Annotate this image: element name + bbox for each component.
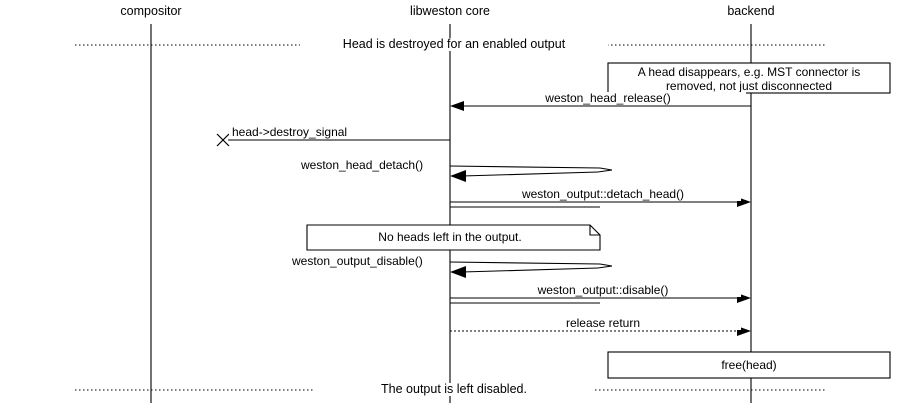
actor-label-libweston-core: libweston core xyxy=(410,4,490,18)
arrow-head-destroy-signal xyxy=(216,133,450,147)
message-label-weston-head-detach: weston_head_detach() xyxy=(298,159,427,172)
message-label-release-return: release return xyxy=(465,317,741,330)
note-mst-box xyxy=(607,62,891,94)
note-no-heads-text: No heads left in the output. xyxy=(378,230,522,244)
arrow-weston-head-release xyxy=(450,101,751,111)
arrow-weston-output-disable-self xyxy=(449,261,613,278)
message-label-weston-output-disable-call: weston_output_disable() xyxy=(289,255,426,268)
note-mst-line1: A head disappears, e.g. MST connector is xyxy=(637,65,861,79)
arrow-weston-head-detach-self xyxy=(449,165,613,182)
message-label-head-destroy-signal: head->destroy_signal xyxy=(229,126,351,139)
note-no-heads-box xyxy=(306,224,601,251)
message-label-weston-output-disable: weston_output::disable() xyxy=(465,284,741,297)
note-free-head-text: free(head) xyxy=(721,358,777,372)
divider-label-top: Head is destroyed for an enabled output xyxy=(300,38,608,51)
message-label-weston-head-release: weston_head_release() xyxy=(470,92,746,105)
actor-label-backend: backend xyxy=(727,4,775,18)
divider-label-bottom: The output is left disabled. xyxy=(315,383,593,396)
note-mst-line2: removed, not just disconnected xyxy=(665,79,833,93)
note-free-head-box xyxy=(607,351,891,379)
actor-label-compositor: compositor xyxy=(120,4,182,18)
message-label-weston-output-detach-head: weston_output::detach_head() xyxy=(465,188,741,201)
